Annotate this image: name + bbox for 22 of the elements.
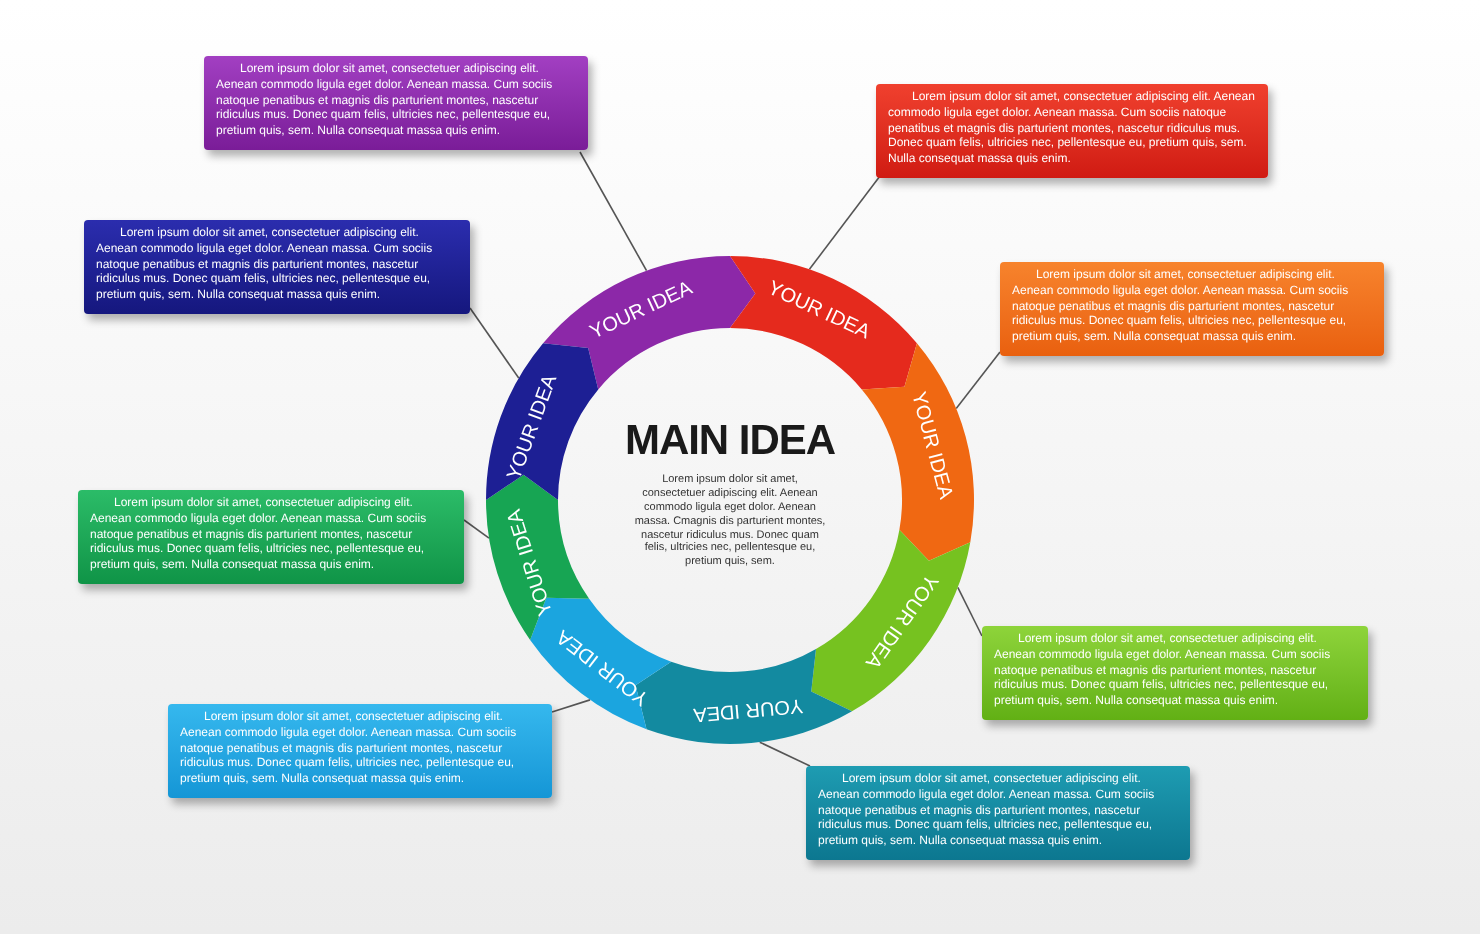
segment-label: YOUR IDEA: [506, 373, 563, 484]
leader-line: [955, 351, 1001, 410]
leader-line: [758, 741, 811, 767]
segment-label: YOUR IDEA: [505, 507, 558, 618]
segment-label: YOUR IDEA: [692, 692, 804, 722]
text-card: [78, 490, 464, 584]
leader-line: [957, 586, 983, 637]
text-card: [84, 220, 470, 314]
text-card: [982, 626, 1368, 720]
leader-line: [469, 307, 520, 379]
leader-line: [551, 699, 591, 713]
text-card: [204, 56, 588, 150]
leader-line: [579, 151, 648, 272]
leader-line: [808, 175, 881, 271]
text-card: [806, 766, 1190, 860]
leader-line: [463, 519, 490, 539]
main-title: MAIN IDEA: [625, 420, 835, 462]
text-card: [168, 704, 552, 798]
segment-label: YOUR IDEA: [588, 279, 697, 344]
segment-label: YOUR IDEA: [907, 390, 955, 502]
text-card: [1000, 262, 1384, 356]
text-card: [876, 84, 1268, 178]
